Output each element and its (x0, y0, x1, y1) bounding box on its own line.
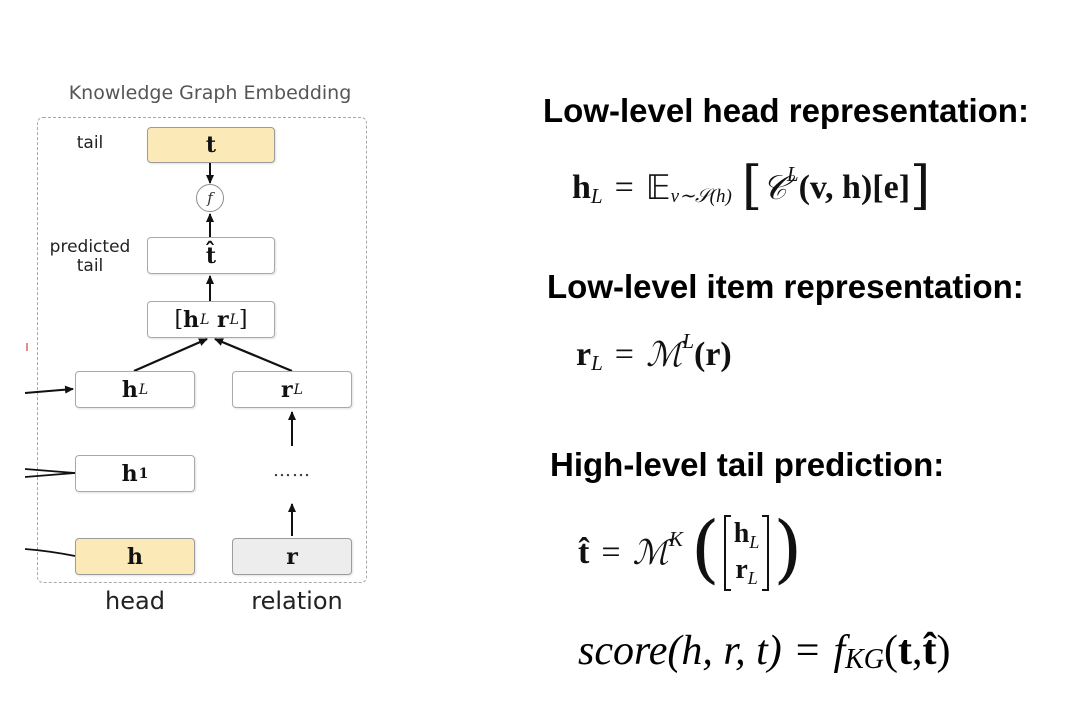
head-eq-cal-c: 𝒞 (762, 168, 787, 208)
intermediate-dots: …… (273, 460, 311, 481)
head-representation-heading: Low-level head representation: (543, 92, 1029, 129)
line-into-h1-b (24, 472, 76, 478)
item-eq-lhs: r (576, 336, 592, 373)
rL-symbol: r (281, 376, 293, 403)
tail-eq-right-paren: ) (773, 506, 803, 592)
tail-prediction-heading: High-level tail prediction: (550, 446, 945, 483)
predicted-tail-label-line2: tail (76, 256, 104, 276)
concat-r: r (217, 306, 229, 333)
arrow-rL-to-concat (214, 337, 293, 373)
tail-eq-row1: h (733, 518, 750, 549)
head-eq-expectation: 𝔼 (645, 170, 671, 207)
score-eq-equals: = (795, 628, 820, 674)
hL-sub: L (138, 381, 149, 398)
h1-symbol: h (121, 460, 138, 487)
line-into-h1-a (24, 468, 76, 474)
item-eq-args: (r) (694, 336, 732, 373)
head-node: h (75, 538, 195, 575)
diagram-title: Knowledge Graph Embedding (68, 82, 352, 104)
item-representation-heading: Low-level item representation: (547, 268, 1024, 305)
relation-symbol: r (286, 543, 298, 570)
score-eq-left-paren: ( (884, 628, 899, 674)
tail-eq-row2-sub: L (747, 568, 758, 588)
head-symbol: h (127, 543, 143, 570)
head-eq-lhs-sub: L (590, 183, 603, 208)
relation-node: r (232, 538, 352, 575)
head-eq-lhs: h (572, 169, 591, 206)
diagram-frame (37, 117, 367, 583)
score-eq-f-sub: KG (845, 644, 885, 675)
score-eq-f: f (833, 628, 846, 674)
tail-eq-lhs: t̂ (578, 534, 590, 571)
arrow-into-hL (24, 385, 74, 394)
tail-eq-operator: ℳ (632, 533, 669, 573)
score-eq-args: (h, r, t) (667, 628, 782, 674)
score-eq-fn: score (578, 628, 668, 674)
line-into-h (24, 548, 76, 557)
head-eq-args: (v, h)[e] (798, 169, 911, 206)
head-label: head (105, 587, 165, 615)
head-eq-equals: = (614, 169, 634, 206)
concat-h-sub: L (200, 311, 210, 328)
predicted-tail-symbol: t̂ (205, 242, 217, 269)
predicted-tail-label: predicted tail (38, 238, 142, 276)
head-eq-expectation-sub: v∼𝒮(h) (670, 185, 732, 207)
tail-eq-equals: = (601, 534, 621, 571)
tail-eq-left-paren: ( (690, 506, 720, 592)
tail-node: t (147, 127, 275, 163)
item-eq-operator: ℳ (645, 335, 683, 375)
hL-symbol: h (121, 376, 138, 403)
arrow-hL-to-concat (133, 337, 208, 373)
score-eq-right-paren: ) (936, 628, 951, 674)
score-function-circle: f (196, 184, 224, 212)
relation-label: relation (251, 587, 343, 615)
score-eq-t: t (898, 628, 913, 674)
concat-close: ] (238, 307, 248, 332)
tail-label: tail (76, 133, 104, 153)
tail-eq-row1-sub: L (749, 532, 760, 552)
h1-sub: 1 (138, 465, 149, 482)
concat-r-sub: L (229, 311, 239, 328)
head-eq-left-bracket: [ (741, 156, 763, 216)
head-eq-cal-sup: L (786, 161, 799, 186)
tail-symbol: t (205, 132, 217, 158)
item-eq-operator-sup: L (682, 328, 695, 353)
score-eq-that: t̂ (922, 628, 937, 674)
item-eq-lhs-sub: L (591, 350, 603, 375)
rL-sub: L (293, 381, 303, 398)
item-eq-equals: = (614, 336, 634, 373)
concat-open: [ (174, 307, 184, 332)
tail-eq-row2: r (735, 554, 748, 585)
score-eq-comma: , (912, 628, 923, 674)
score-function-symbol: f (207, 189, 213, 207)
tail-eq-operator-sup: K (668, 526, 683, 551)
tail-eq-matrix: hL rL (723, 515, 770, 591)
head-eq-right-bracket: ] (910, 156, 931, 216)
concat-h: h (183, 306, 200, 333)
predicted-tail-node: t̂ (147, 237, 275, 274)
predicted-tail-label-line1: predicted (49, 237, 131, 257)
